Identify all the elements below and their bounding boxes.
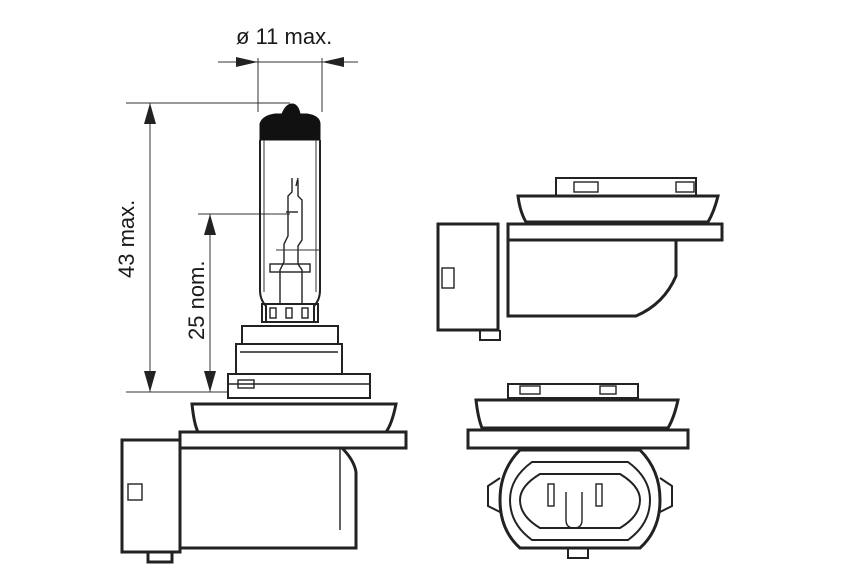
diameter-label: ø 11 max.: [236, 24, 332, 49]
pinch-seal: [235, 303, 343, 375]
overall-length-dimension: 43 max.: [114, 102, 290, 393]
glass-capsule: [259, 103, 321, 323]
overall-length-label: 43 max.: [114, 200, 139, 278]
filament: [269, 177, 320, 304]
base-front-view: [466, 383, 690, 559]
connector-housing: [120, 438, 358, 564]
base-side-view: [436, 177, 724, 341]
light-center-dimension: 25 nom.: [184, 213, 290, 392]
diameter-dimension: ø 11 max.: [218, 24, 358, 112]
bulb-side-view: ø 11 max. 43 max. 25 nom.: [114, 24, 408, 564]
light-center-label: 25 nom.: [184, 261, 209, 341]
reference-flange: [178, 373, 408, 450]
